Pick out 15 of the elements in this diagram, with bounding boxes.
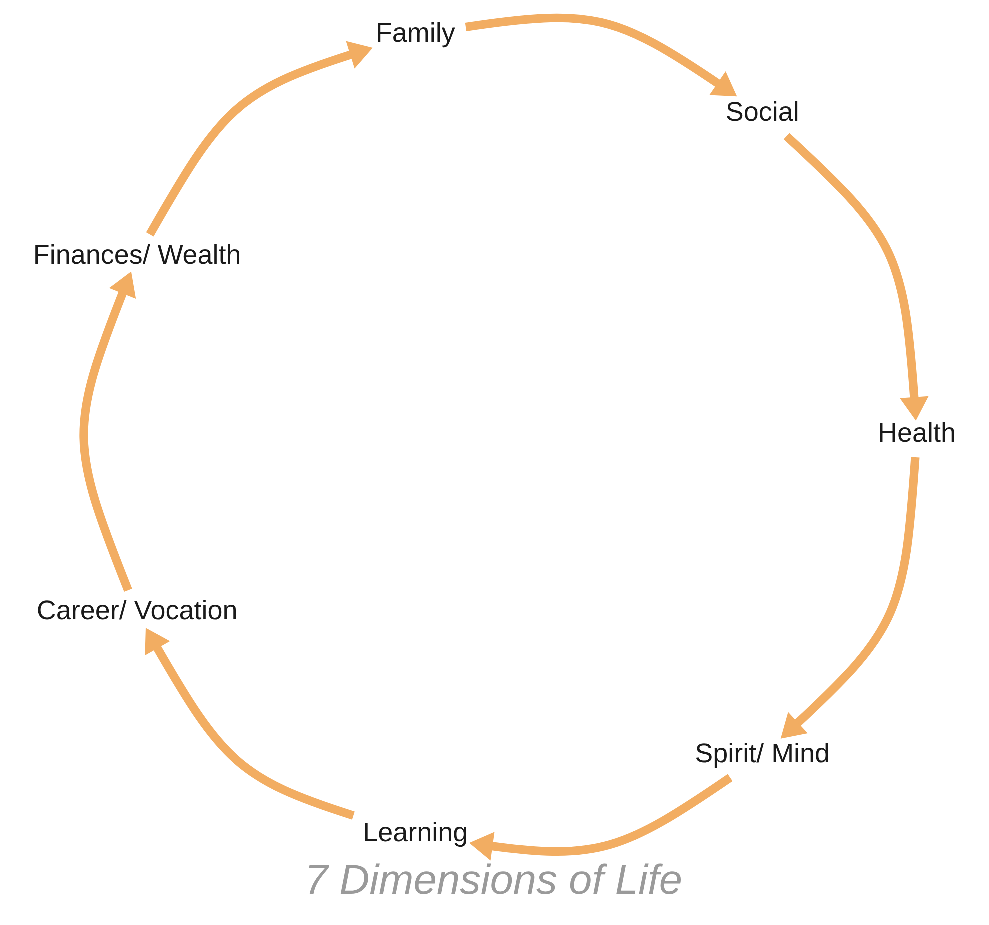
arrow [79,272,136,592]
node-text: Family [375,18,455,48]
node-text: Social [725,97,799,128]
arrow [146,41,372,237]
node-text: Spirit/ Mind [694,738,830,768]
node-text: Finances/ Wealth [32,240,241,270]
arrow [464,14,737,97]
node-text: Learning [362,818,468,848]
node-text: Health [878,418,956,448]
arrow [468,774,732,861]
diagram-title: 7 Dimensions of Life [304,856,682,903]
node-text: Career/ Vocation [36,596,238,626]
arrow [144,628,354,820]
arrow [783,133,928,421]
arrow [780,457,920,739]
